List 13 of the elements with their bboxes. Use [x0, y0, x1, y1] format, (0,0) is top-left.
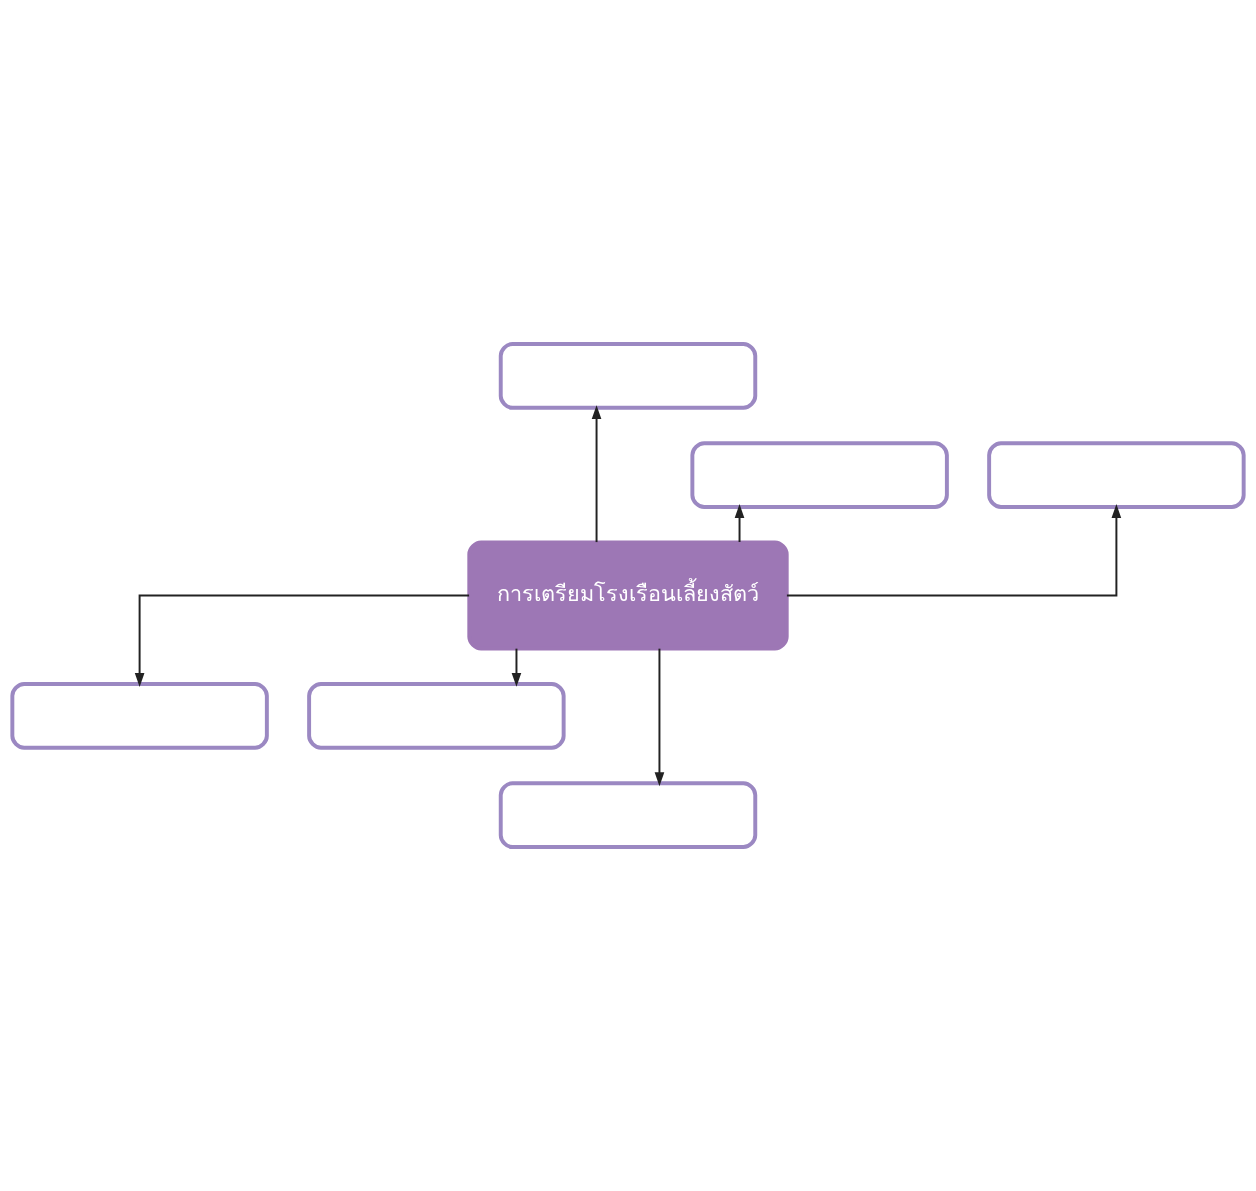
arrow — [654, 647, 665, 787]
node-box — [498, 781, 758, 850]
arrow — [134, 594, 471, 687]
node-box — [498, 341, 758, 410]
arrow — [785, 504, 1122, 597]
arrow — [511, 647, 522, 687]
arrow — [734, 504, 745, 543]
node-box — [10, 681, 269, 750]
node-box — [987, 441, 1246, 510]
node-box — [690, 441, 949, 510]
node-box — [307, 681, 566, 750]
node-box: การเตรียมโรงเรือนเลี้ยงสัตว์ — [467, 540, 789, 651]
arrow — [591, 405, 602, 544]
